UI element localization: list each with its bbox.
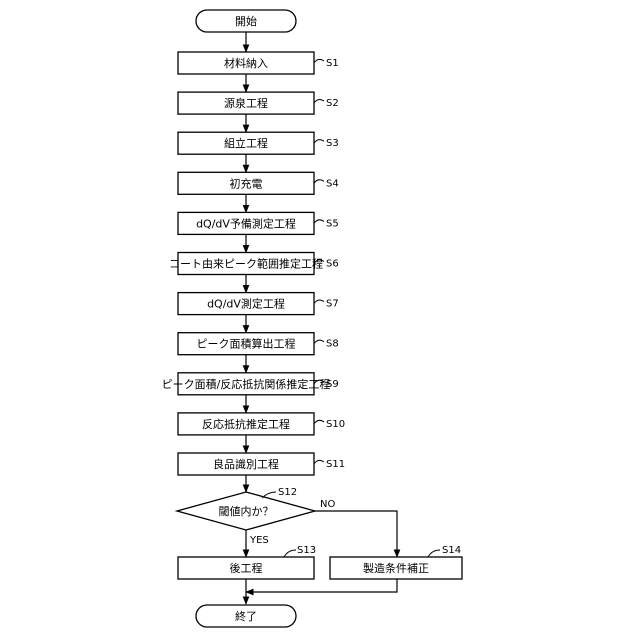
step-text: ピーク面積算出工程 xyxy=(197,337,296,351)
step-label: S9 xyxy=(326,379,339,390)
decision-label: S12 xyxy=(278,487,297,498)
step-label-leader xyxy=(314,460,324,464)
step-text: コート由来ピーク範囲推定工程 xyxy=(169,257,323,271)
decision-diamond: 閾値内か？ S12 xyxy=(177,487,315,530)
no-label: NO xyxy=(320,499,335,510)
step-text: 組立工程 xyxy=(224,136,268,150)
step-label: S6 xyxy=(326,259,339,270)
step-label-leader xyxy=(314,59,324,63)
step-label: S7 xyxy=(326,299,339,310)
step-label-leader xyxy=(314,420,324,424)
step-label: S3 xyxy=(326,138,339,149)
decision-text: 閾値内か？ xyxy=(219,504,274,518)
end-terminal: 終了 xyxy=(196,605,296,627)
step-label-leader xyxy=(314,180,324,184)
step-text: dQ/dV予備測定工程 xyxy=(196,216,296,230)
step-text: dQ/dV測定工程 xyxy=(207,297,285,311)
correction-feedback-connector xyxy=(246,579,397,592)
process-step-s1: 材料納入 S1 xyxy=(178,52,339,74)
step-label-leader xyxy=(314,100,324,104)
step-label: S4 xyxy=(326,178,339,189)
post-process-box: 後工程 S13 xyxy=(178,545,316,579)
step-label: S10 xyxy=(326,419,345,430)
step-text: 良品識別工程 xyxy=(213,457,279,471)
process-steps: 材料納入 S1 源泉工程 S2 組立工程 S3 初充電 S4 dQ/dV予備測定工程 S5 コート由… xyxy=(162,52,345,475)
post-label-leader xyxy=(284,550,296,557)
step-text: 材料納入 xyxy=(224,56,268,70)
step-label: S5 xyxy=(326,218,339,229)
step-text: 初充電 xyxy=(230,176,263,190)
process-step-s4: 初充電 S4 xyxy=(178,172,339,194)
step-label-leader xyxy=(314,140,324,144)
end-text: 終了 xyxy=(235,609,257,623)
post-process-text: 後工程 xyxy=(230,561,263,575)
step-text: 反応抵抗推定工程 xyxy=(202,417,290,431)
start-text: 開始 xyxy=(235,14,257,28)
correction-label-leader xyxy=(428,550,440,557)
process-step-s10: 反応抵抗推定工程 S10 xyxy=(178,413,345,435)
process-step-s6: コート由来ピーク範囲推定工程S6 xyxy=(169,253,339,275)
process-step-s5: dQ/dV予備測定工程 S5 xyxy=(178,212,339,234)
process-step-s8: ピーク面積算出工程 S8 xyxy=(178,333,339,355)
step-label-leader xyxy=(314,220,324,224)
step-label: S2 xyxy=(326,98,339,109)
correction-text: 製造条件補正 xyxy=(363,561,429,575)
correction-label: S14 xyxy=(442,545,461,556)
process-step-s9: ピーク面積/反応抵抗関係推定工程S9 xyxy=(162,373,339,395)
step-label: S1 xyxy=(326,58,339,69)
process-step-s7: dQ/dV測定工程 S7 xyxy=(178,293,339,315)
step-label: S8 xyxy=(326,339,339,350)
process-step-s2: 源泉工程 S2 xyxy=(178,92,339,114)
post-label: S13 xyxy=(297,545,316,556)
step-text: ピーク面積/反応抵抗関係推定工程 xyxy=(162,377,331,391)
step-text: 源泉工程 xyxy=(224,96,268,110)
no-branch-connector xyxy=(315,511,397,557)
correction-box: 製造条件補正 S14 xyxy=(330,545,462,579)
process-step-s3: 組立工程 S3 xyxy=(178,132,339,154)
step-label-leader xyxy=(314,300,324,304)
start-terminal: 開始 xyxy=(196,10,296,32)
process-step-s11: 良品識別工程 S11 xyxy=(178,453,345,475)
step-label-leader xyxy=(314,340,324,344)
step-label: S11 xyxy=(326,459,345,470)
yes-label: YES xyxy=(249,535,269,546)
